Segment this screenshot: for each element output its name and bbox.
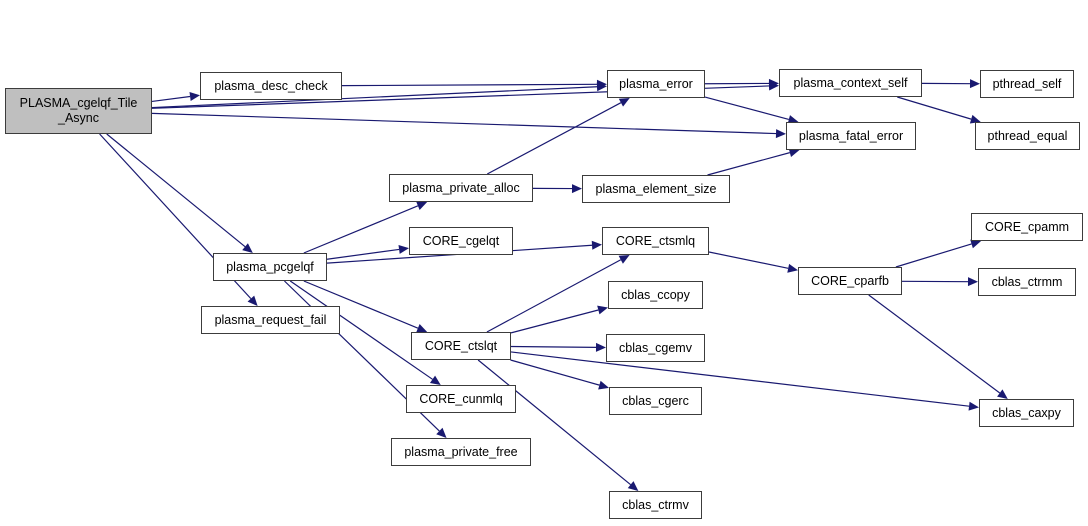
arrowhead-icon — [598, 380, 609, 390]
node-core-cpamm[interactable]: CORE_cpamm — [971, 213, 1083, 241]
node-cblas-cgemv[interactable]: cblas_cgemv — [606, 334, 705, 362]
node-private-free[interactable]: plasma_private_free — [391, 438, 531, 466]
node-private-alloc[interactable]: plasma_private_alloc — [389, 174, 533, 202]
node-cblas-ctrmv[interactable]: cblas_ctrmv — [609, 491, 702, 519]
node-cblas-cgerc[interactable]: cblas_cgerc — [609, 387, 702, 415]
arrowhead-icon — [416, 324, 428, 333]
edge-root-to-pcgelqf — [106, 133, 246, 248]
edge-core_ctslqt-to-core_ctsmlq — [486, 259, 622, 333]
arrowhead-icon — [618, 98, 630, 107]
edge-core_ctslqt-to-cblas_ctrmv — [477, 359, 632, 486]
node-element-size[interactable]: plasma_element_size — [582, 175, 730, 203]
arrowhead-icon — [247, 295, 258, 306]
arrowhead-icon — [242, 243, 253, 253]
node-cblas-ctrmm[interactable]: cblas_ctrmm — [978, 268, 1076, 296]
node-pthread-self[interactable]: pthread_self — [980, 70, 1074, 98]
arrowhead-icon — [597, 305, 608, 315]
edge-context_self-to-pthread_equal — [897, 96, 972, 120]
edge-error-to-fatal_error — [704, 96, 789, 121]
edge-core_cparfb-to-cblas_caxpy — [868, 294, 1001, 394]
edge-core_ctslqt-to-cblas_ccopy — [510, 309, 599, 334]
arrowhead-icon — [787, 263, 798, 273]
arrowhead-icon — [787, 115, 799, 124]
edge-pcgelqf-to-core_cunmlq — [289, 280, 433, 380]
arrowhead-icon — [968, 401, 979, 411]
node-context-self[interactable]: plasma_context_self — [779, 69, 922, 97]
arrowhead-icon — [429, 375, 441, 385]
node-pthread-equal[interactable]: pthread_equal — [975, 122, 1080, 150]
node-fatal-error[interactable]: plasma_fatal_error — [786, 122, 916, 150]
node-core-ctsmlq[interactable]: CORE_ctsmlq — [602, 227, 709, 255]
node-core-cunmlq[interactable]: CORE_cunmlq — [406, 385, 516, 413]
arrowhead-icon — [595, 342, 606, 352]
arrowhead-icon — [436, 427, 447, 438]
edge-core_ctsmlq-to-core_cparfb — [708, 251, 789, 269]
edge-pcgelqf-to-core_cgelqt — [326, 248, 400, 260]
arrowhead-icon — [571, 184, 582, 194]
edge-core_ctslqt-to-cblas_caxpy — [510, 351, 970, 407]
node-root[interactable]: PLASMA_cgelqf_Tile _Async — [5, 88, 152, 134]
arrowhead-icon — [398, 244, 409, 254]
edge-element_size-to-fatal_error — [707, 152, 790, 176]
edge-desc_check-to-error — [341, 83, 598, 87]
node-core-cparfb[interactable]: CORE_cparfb — [798, 267, 902, 295]
arrowhead-icon — [997, 389, 1008, 399]
node-error[interactable]: plasma_error — [607, 70, 705, 98]
edge-private_alloc-to-error — [486, 102, 622, 175]
edge-core_ctslqt-to-cblas_cgerc — [510, 359, 600, 386]
arrowhead-icon — [591, 240, 602, 250]
node-cblas-ccopy[interactable]: cblas_ccopy — [608, 281, 703, 309]
arrowhead-icon — [775, 129, 786, 139]
node-pcgelqf[interactable]: plasma_pcgelqf — [213, 253, 327, 281]
node-desc-check[interactable]: plasma_desc_check — [200, 72, 342, 100]
edge-core_ctslqt-to-cblas_cgemv — [510, 345, 597, 348]
arrowhead-icon — [189, 92, 200, 101]
edge-root-to-error — [151, 86, 598, 109]
arrowhead-icon — [788, 148, 800, 157]
arrowhead-icon — [618, 255, 630, 264]
edge-root-to-fatal_error — [151, 112, 777, 135]
edge-pcgelqf-to-private_alloc — [303, 205, 419, 254]
node-core-ctslqt[interactable]: CORE_ctslqt — [411, 332, 511, 360]
node-core-cgelqt[interactable]: CORE_cgelqt — [409, 227, 513, 255]
edge-root-to-desc_check — [151, 95, 191, 103]
arrowhead-icon — [768, 78, 779, 88]
arrowhead-icon — [596, 79, 607, 89]
node-request-fail[interactable]: plasma_request_fail — [201, 306, 340, 334]
arrowhead-icon — [969, 114, 981, 124]
arrowhead-icon — [416, 201, 428, 210]
arrowhead-icon — [627, 481, 639, 491]
arrowhead-icon — [970, 239, 982, 249]
node-cblas-caxpy[interactable]: cblas_caxpy — [979, 399, 1074, 427]
edge-core_cparfb-to-core_cpamm — [895, 243, 972, 268]
arrowhead-icon — [969, 79, 980, 89]
edge-pcgelqf-to-core_ctslqt — [303, 280, 419, 329]
arrowhead-icon — [967, 277, 978, 287]
